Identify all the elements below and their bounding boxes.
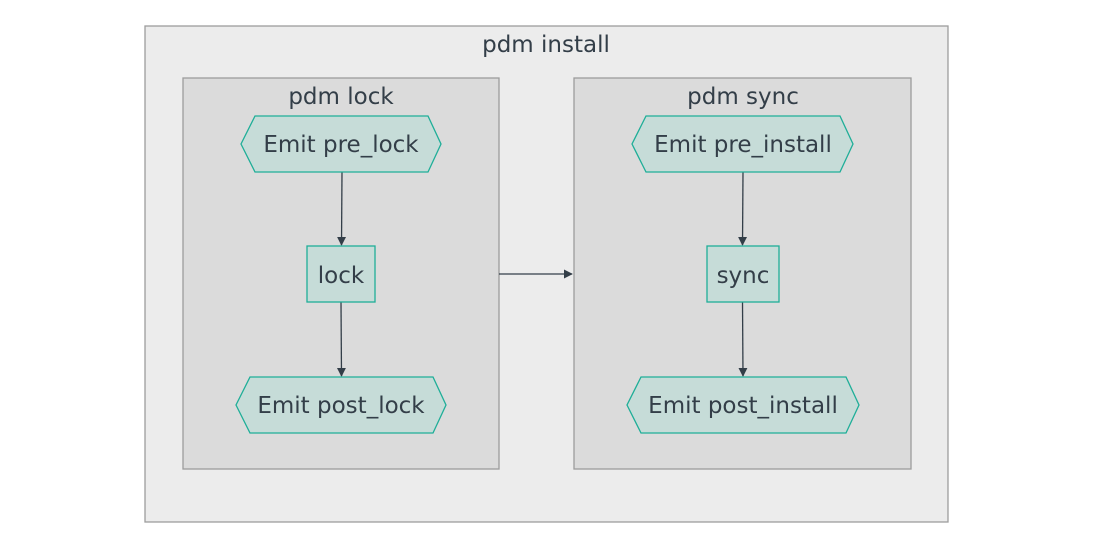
node-sync (706, 245, 780, 303)
group-pdm-sync-title: pdm sync (687, 84, 799, 110)
edge-pre-lock-to-lock (337, 171, 347, 246)
edge-pre-install-to-sync (738, 171, 748, 246)
node-emit-pre-install (631, 115, 854, 173)
node-lock-label: lock (318, 263, 365, 289)
node-emit-post-install (626, 376, 860, 434)
node-lock (306, 245, 376, 303)
node-emit-post-lock-label: Emit post_lock (257, 393, 425, 419)
node-emit-post-lock (235, 376, 447, 434)
node-emit-pre-lock (240, 115, 442, 173)
node-emit-post-install-label: Emit post_install (648, 393, 838, 419)
outer-group-title: pdm install (482, 32, 610, 58)
node-emit-pre-lock-label: Emit pre_lock (263, 132, 419, 158)
node-emit-pre-install-label: Emit pre_install (654, 132, 832, 158)
node-sync-label: sync (717, 263, 770, 289)
edge-lock-to-post-lock (336, 301, 346, 377)
edge-sync-to-post-install (738, 301, 748, 377)
group-pdm-lock-title: pdm lock (288, 84, 394, 110)
